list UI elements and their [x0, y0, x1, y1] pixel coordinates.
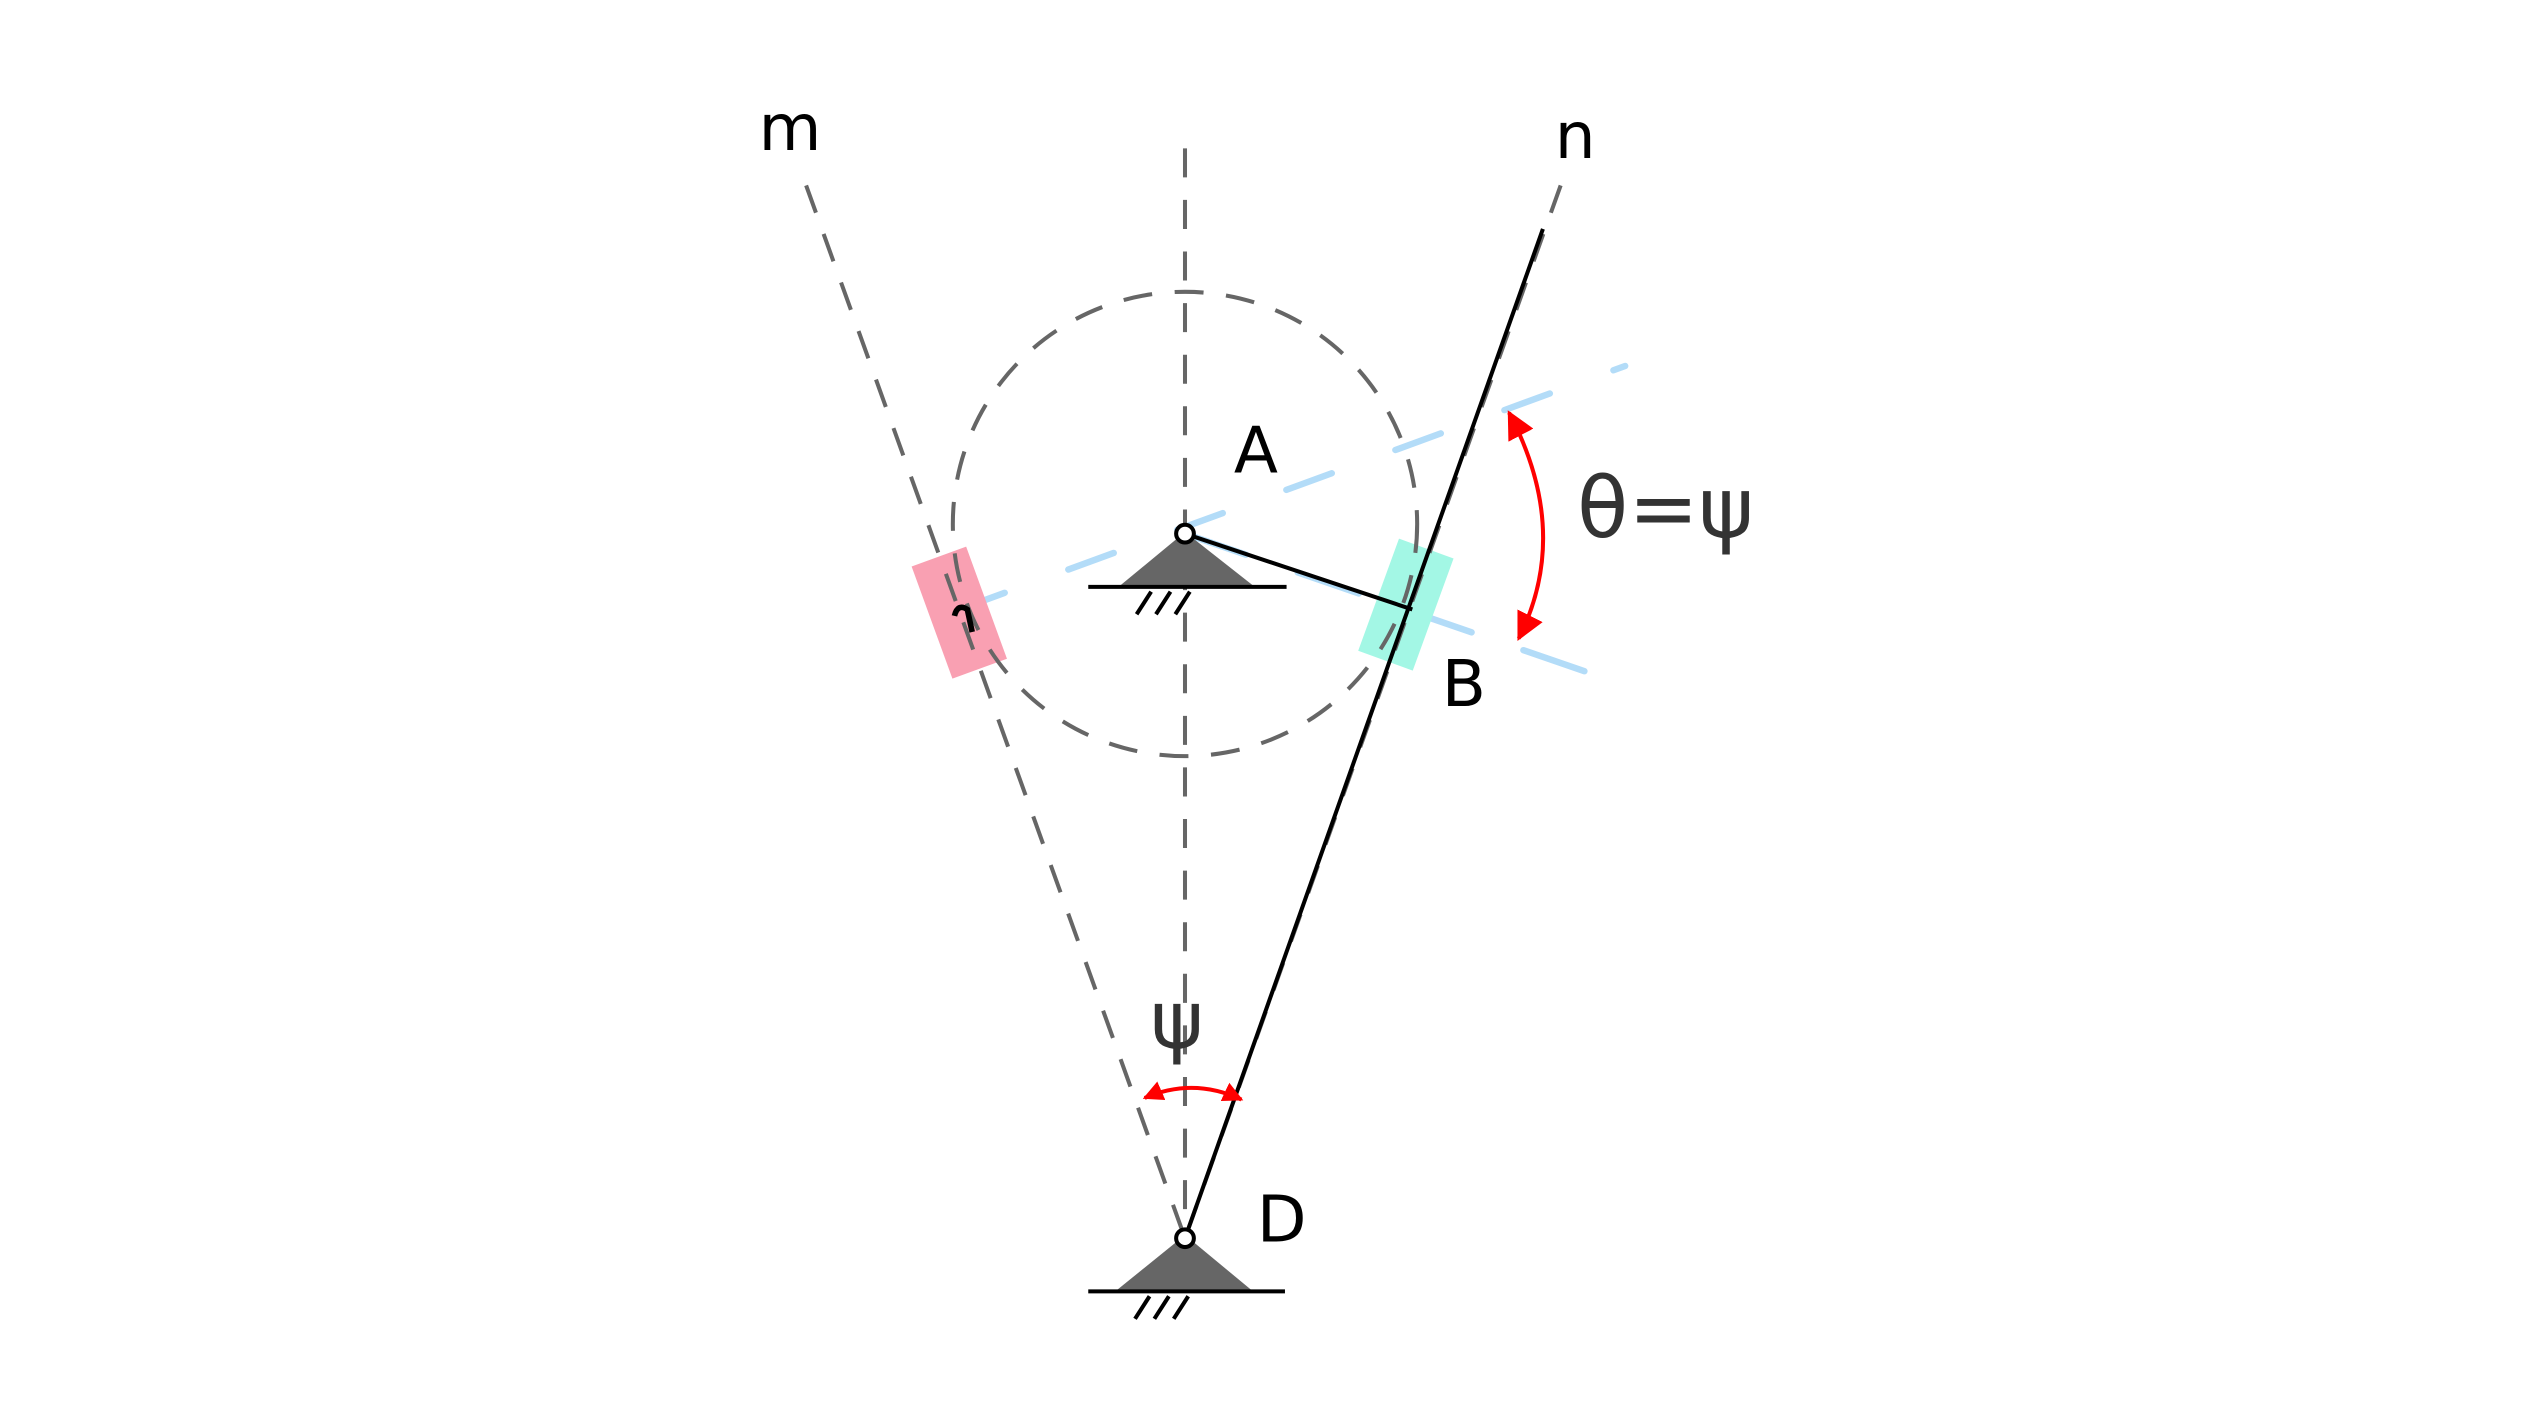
slider-right-b: [1358, 538, 1454, 671]
guide-line-ab: [1181, 530, 1629, 689]
fixed-support-a: [1088, 522, 1287, 616]
label-m: m: [759, 91, 822, 166]
crank-link-ab: [1184, 531, 1413, 612]
crank-circle: [950, 289, 1420, 759]
theta-angle-arc: [1507, 410, 1546, 641]
label-psi: ψ: [1150, 974, 1203, 1068]
label-n: n: [1555, 99, 1596, 174]
line-m: [804, 184, 1187, 1239]
rocker-link-d: [1183, 228, 1545, 1239]
guide-line-ab-extension: [956, 362, 1629, 613]
slider-pin-left: [951, 604, 975, 633]
label-point-b: B: [1442, 647, 1486, 722]
fixed-support-d: [1088, 1227, 1285, 1320]
label-point-d: D: [1257, 1182, 1307, 1257]
label-theta-equals-psi: θ=ψ: [1577, 459, 1754, 557]
psi-angle-arc: [1142, 1081, 1244, 1102]
slider-left: [911, 546, 1007, 679]
label-point-a: A: [1234, 413, 1278, 488]
